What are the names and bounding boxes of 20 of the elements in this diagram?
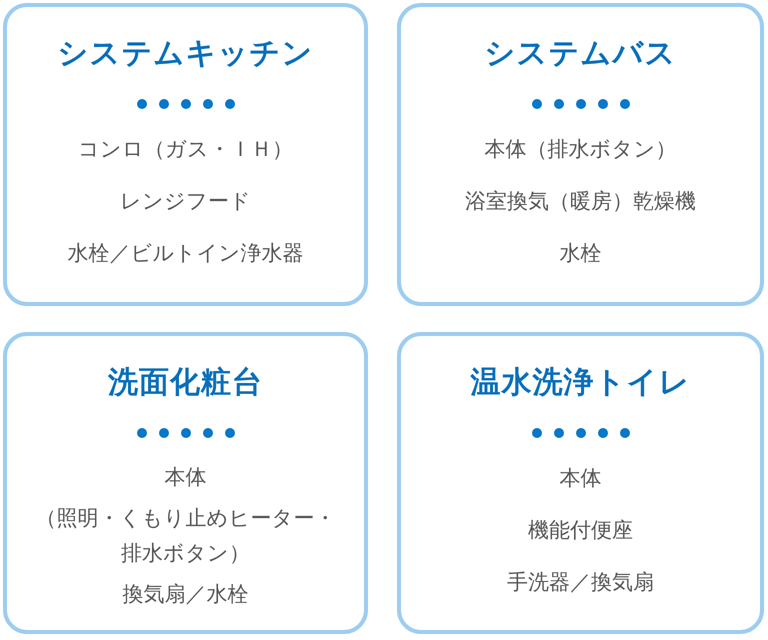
- item-text: レンジフード: [120, 188, 251, 215]
- item-text: 機能付便座: [528, 517, 633, 544]
- item-text: 本体: [164, 464, 206, 491]
- item-text: 換気扇／水栓: [122, 581, 248, 608]
- category-card: [397, 3, 764, 306]
- card-heading: 温水洗浄トイレ: [470, 365, 690, 400]
- item-text: 本体（排水ボタン）: [484, 136, 676, 163]
- item-text: 手洗器／換気扇: [507, 569, 654, 596]
- card-heading: 洗面化粧台: [108, 365, 263, 400]
- item-text: コンロ（ガス・ＩＨ）: [78, 136, 293, 163]
- item-text: 本体: [560, 465, 602, 492]
- item-text: 水栓: [560, 240, 602, 267]
- item-text: （照明・くもり止めヒーター・排水ボタン）: [34, 505, 336, 567]
- card-heading: システムキッチン: [58, 36, 314, 71]
- item-text: 浴室換気（暖房）乾燥機: [465, 188, 696, 215]
- item-text: 水栓／ビルトイン浄水器: [68, 240, 304, 267]
- category-card: [3, 3, 368, 306]
- card-heading: システムバス: [484, 36, 676, 71]
- category-card: [3, 332, 368, 634]
- category-card: [397, 332, 764, 634]
